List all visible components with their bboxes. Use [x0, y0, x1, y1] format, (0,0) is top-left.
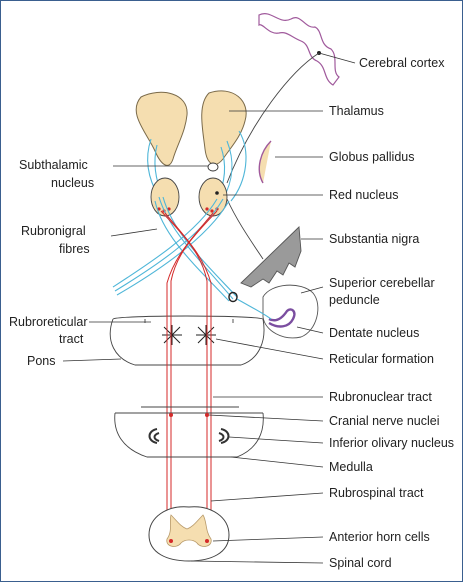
label-pons: Pons	[27, 354, 56, 368]
label-rubrospinal-tract: Rubrospinal tract	[329, 486, 424, 500]
label-dentate-nucleus: Dentate nucleus	[329, 326, 419, 340]
label-subthalamic-2: nucleus	[51, 176, 94, 190]
label-red-nucleus: Red nucleus	[329, 188, 399, 202]
spinal-grey-matter	[166, 514, 212, 547]
label-rubronuclear-tract: Rubronuclear tract	[329, 390, 432, 404]
label-rubronigral-2: fibres	[59, 242, 90, 256]
label-globus-pallidus: Globus pallidus	[329, 150, 414, 164]
cerebral-cortex-shape	[258, 13, 340, 86]
pons-outline	[109, 315, 265, 366]
corticorubral-fibre	[226, 52, 320, 184]
label-thalamus: Thalamus	[329, 104, 384, 118]
substantia-nigra-shape	[240, 226, 302, 288]
label-spinal-cord: Spinal cord	[329, 556, 392, 570]
reticular-formation-left	[162, 325, 182, 345]
inferior-olivary-left	[148, 428, 160, 444]
reticular-formation-right	[196, 325, 216, 345]
label-scp-2: peduncle	[329, 293, 380, 307]
label-rubroreticular-1: Rubroreticular	[9, 315, 88, 329]
rubrospinal-tracts	[160, 210, 218, 541]
label-inferior-olivary-nucleus: Inferior olivary nucleus	[329, 436, 454, 450]
globus-pallidus-shape	[258, 140, 272, 184]
label-subthalamic-1: Subthalamic	[19, 158, 88, 172]
anterior-horn-cell-left	[169, 539, 173, 543]
cerebellum-outline	[262, 284, 319, 339]
label-rubronigral-1: Rubronigral	[21, 224, 86, 238]
label-substantia-nigra: Substantia nigra	[329, 232, 419, 246]
thalamus-left	[135, 91, 188, 166]
label-medulla: Medulla	[329, 460, 373, 474]
label-scp-1: Superior cerebellar	[329, 276, 435, 290]
label-cerebral-cortex: Cerebral cortex	[359, 56, 445, 70]
cranial-nerve-nucleus-left	[169, 413, 173, 417]
anterior-horn-cell-right	[205, 539, 209, 543]
label-rubroreticular-2: tract	[59, 332, 84, 346]
label-anterior-horn-cells: Anterior horn cells	[329, 530, 430, 544]
inferior-olivary-right	[218, 428, 230, 444]
cranial-nerve-nucleus-right	[205, 413, 209, 417]
medulla-outline	[114, 406, 264, 458]
subthalamic-nucleus	[207, 162, 219, 172]
label-reticular-formation: Reticular formation	[329, 352, 434, 366]
dentate-nucleus-shape	[268, 308, 296, 328]
superior-cerebellar-peduncle-ring	[228, 291, 238, 303]
label-cranial-nerve-nuclei: Cranial nerve nuclei	[329, 414, 439, 428]
thalamus-right	[201, 90, 247, 165]
